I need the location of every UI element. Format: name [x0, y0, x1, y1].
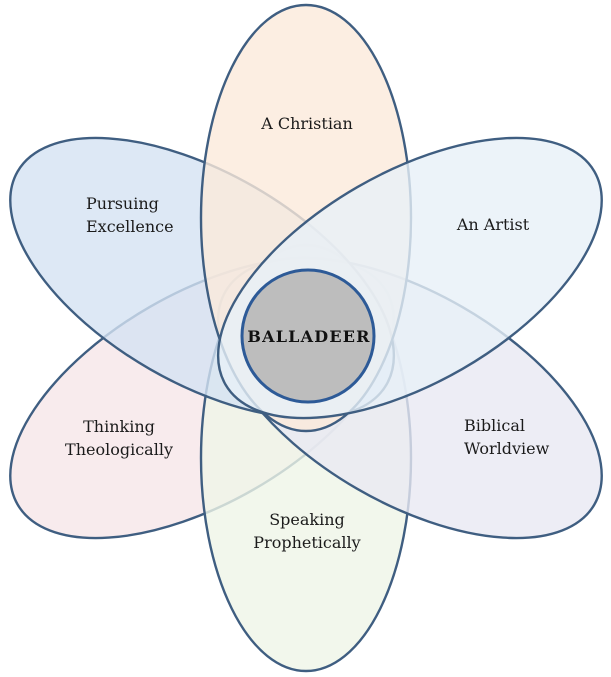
- center-circle: [240, 268, 376, 404]
